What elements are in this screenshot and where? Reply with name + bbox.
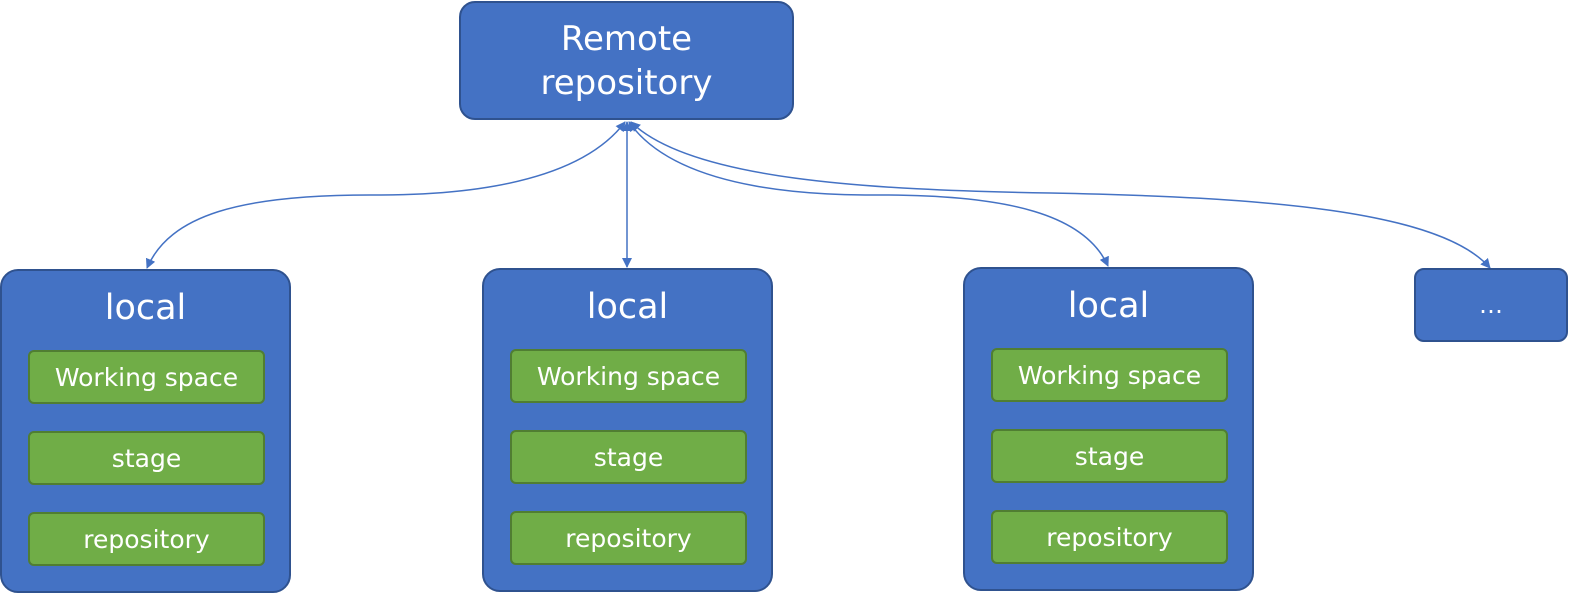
- connector-remote-local-3: [628, 121, 1109, 267]
- local-node-3: local Working space stage repository: [963, 267, 1254, 591]
- local-title: local: [104, 288, 187, 328]
- connector-remote-more: [630, 121, 1491, 269]
- ellipsis-label: …: [1479, 291, 1503, 319]
- local-title: local: [1067, 286, 1150, 326]
- repository-box: repository: [28, 512, 265, 566]
- more-locals-node: …: [1414, 268, 1568, 342]
- stage-box: stage: [991, 429, 1228, 483]
- local-node-2: local Working space stage repository: [482, 268, 773, 592]
- connector-remote-local-1: [146, 121, 626, 269]
- repository-box: repository: [510, 511, 747, 565]
- remote-repository-label: Remote repository: [540, 18, 713, 103]
- stage-box: stage: [510, 430, 747, 484]
- remote-repository-node: Remote repository: [459, 1, 794, 120]
- working-space-box: Working space: [28, 350, 265, 404]
- working-space-box: Working space: [991, 348, 1228, 402]
- local-title: local: [586, 287, 669, 327]
- stage-box: stage: [28, 431, 265, 485]
- local-node-1: local Working space stage repository: [0, 269, 291, 593]
- working-space-box: Working space: [510, 349, 747, 403]
- repository-box: repository: [991, 510, 1228, 564]
